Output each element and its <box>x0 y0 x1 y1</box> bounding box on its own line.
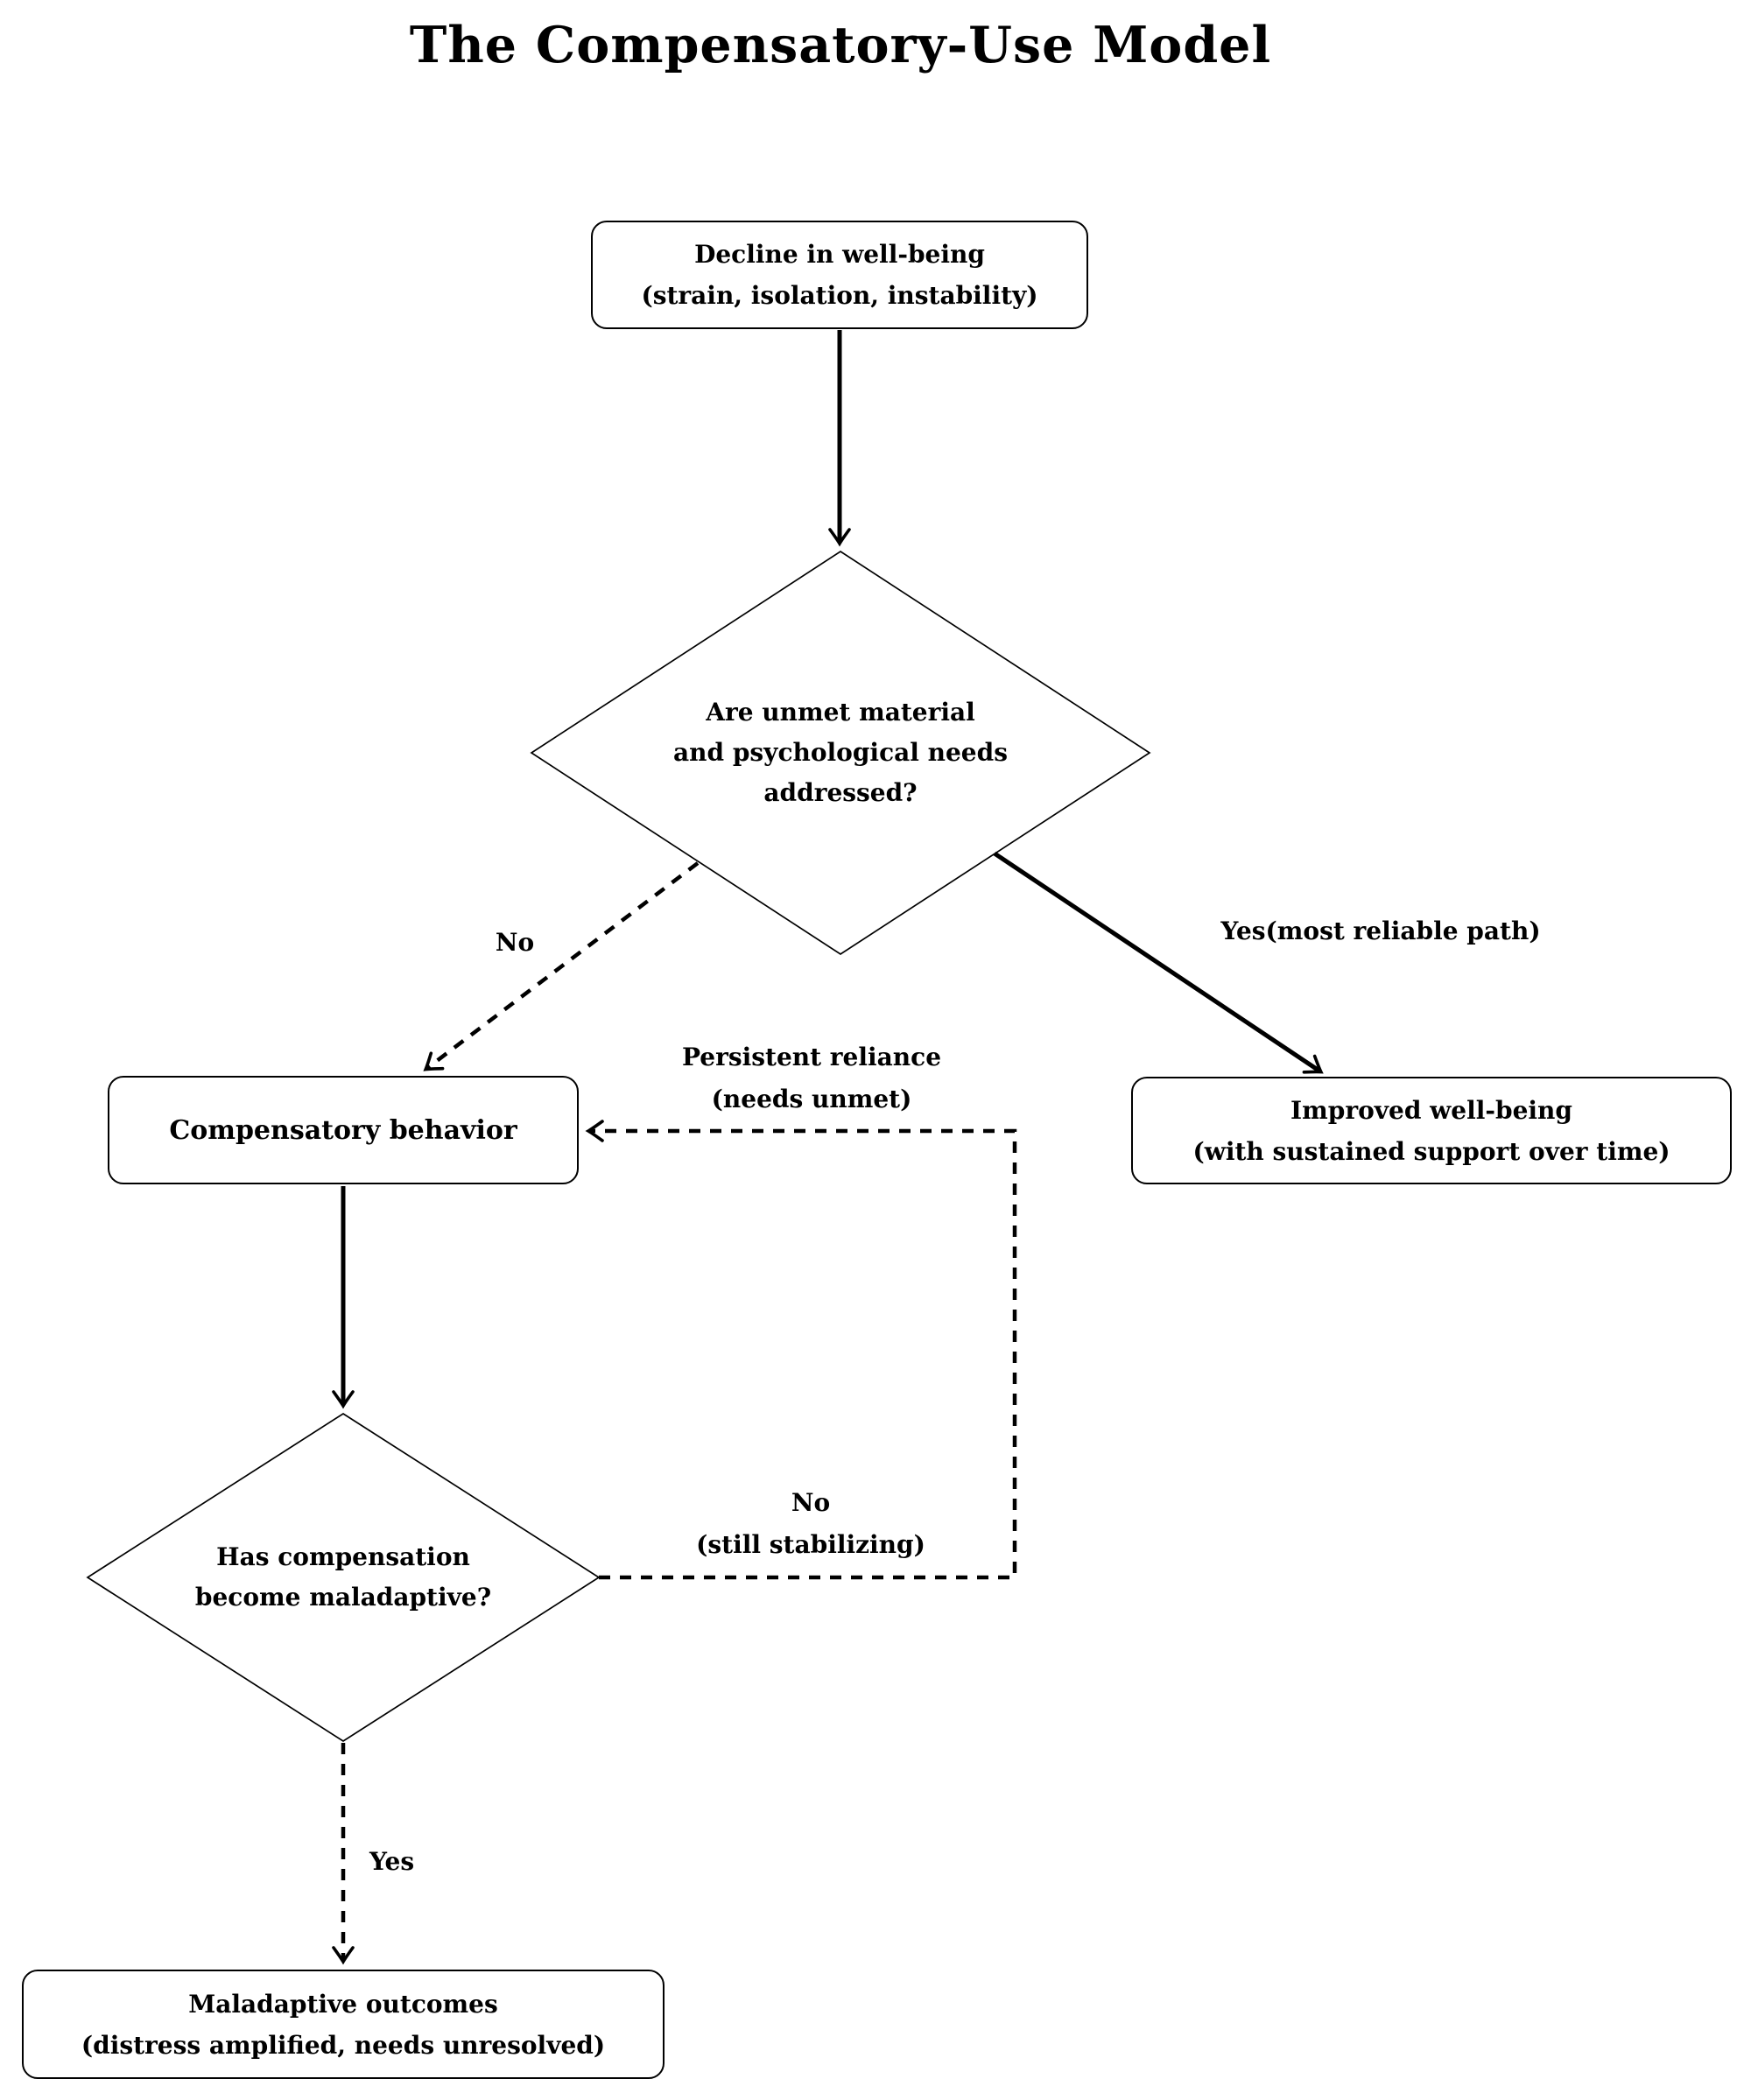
compensatory-label: Compensatory behavior <box>169 1114 517 1146</box>
persistent-reliance-line1: Persistent reliance <box>681 1043 942 1071</box>
arrow-feedback-loop <box>585 1120 1017 1580</box>
maladaptive-question-line1: Has compensation <box>216 1542 470 1571</box>
maladaptive-outcomes-line1: Maladaptive outcomes <box>188 1989 498 2019</box>
node-maladaptive-question-text: Has compensation become maladaptive? <box>107 1536 580 1619</box>
arrow-yes-branch <box>993 851 1324 1074</box>
node-needs-addressed-text: Are unmet material and psychological nee… <box>578 692 1103 814</box>
node-decline-line2: (strain, isolation, instability) <box>641 281 1038 310</box>
needs-addressed-line2: and psychological needs <box>673 738 1008 767</box>
needs-addressed-line1: Are unmet material <box>706 698 975 727</box>
edge-label-persistent-reliance: Persistent reliance (needs unmet) <box>682 1036 941 1120</box>
needs-addressed-line3: addressed? <box>763 778 918 807</box>
improved-line2: (with sustained support over time) <box>1192 1136 1670 1166</box>
improved-line1: Improved well-being <box>1290 1095 1572 1125</box>
edge-label-no-still-stabilizing: No (still stabilizing) <box>696 1482 925 1566</box>
node-maladaptive-outcomes: Maladaptive outcomes (distress amplified… <box>22 1970 665 2079</box>
arrow-no-branch <box>423 861 700 1071</box>
persistent-reliance-line2: (needs unmet) <box>711 1085 912 1113</box>
diagram-title: The Compensatory-Use Model <box>409 16 1272 74</box>
maladaptive-question-line2: become maladaptive? <box>194 1583 492 1612</box>
node-improved-well-being: Improved well-being (with sustained supp… <box>1131 1077 1732 1184</box>
node-decline-in-well-being: Decline in well-being (strain, isolation… <box>591 221 1088 329</box>
node-decline-line1: Decline in well-being <box>694 240 985 269</box>
still-stabilizing-line2: (still stabilizing) <box>696 1530 925 1559</box>
maladaptive-outcomes-line2: (distress amplified, needs unresolved) <box>81 2030 606 2060</box>
diamond-maladaptive-question <box>86 1412 601 1743</box>
edge-label-yes-maladaptive: Yes <box>369 1847 415 1876</box>
node-compensatory-behavior: Compensatory behavior <box>108 1076 579 1184</box>
still-stabilizing-line1: No <box>791 1488 831 1517</box>
edge-label-no: No <box>495 928 535 957</box>
edge-label-yes-most-reliable: Yes(most reliable path) <box>1220 917 1541 945</box>
